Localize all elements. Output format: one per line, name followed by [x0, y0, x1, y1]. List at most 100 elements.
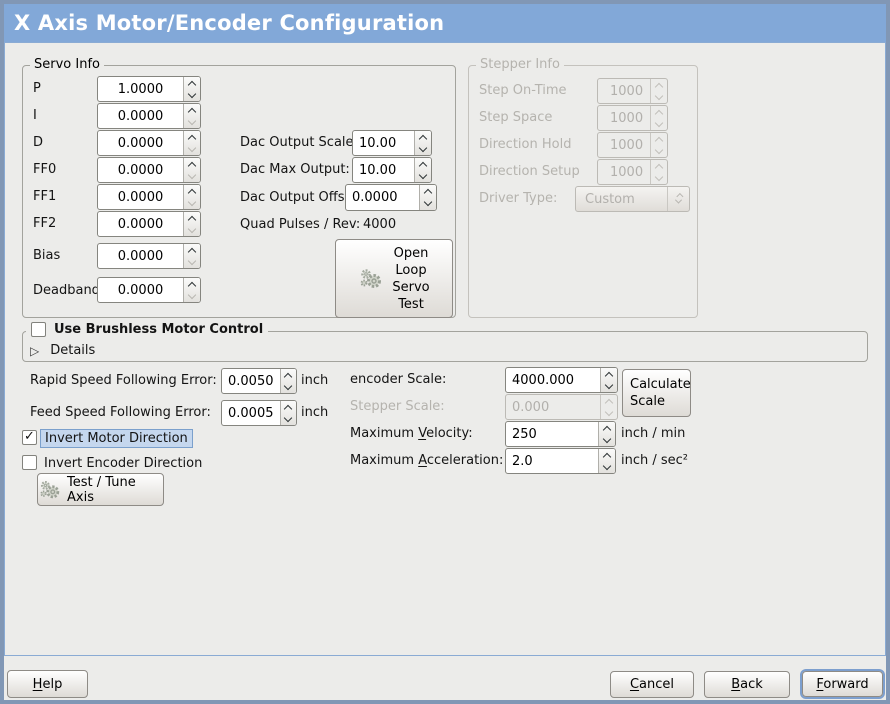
details-expander[interactable]: ▷ Details [30, 343, 95, 358]
invert-encoder-checkbox[interactable] [22, 455, 37, 470]
spin-up-icon[interactable] [415, 131, 431, 143]
dac-max-output-value[interactable]: 10.00 [359, 162, 397, 178]
dac-output-scale-spinbox[interactable]: 10.00 [352, 130, 432, 156]
feed-following-error-value[interactable]: 0.0005 [228, 405, 274, 421]
p-spinbox[interactable]: 1.0000 [97, 76, 201, 102]
ff1-spinbox[interactable]: 0.0000 [97, 184, 201, 210]
driver-type-value: Custom [585, 191, 635, 207]
calculate-scale-button[interactable]: Calculate Scale [622, 369, 691, 417]
spin-up-icon[interactable] [184, 77, 200, 89]
rapid-spin-buttons[interactable] [279, 369, 297, 393]
step-on-time-value: 1000 [610, 83, 644, 99]
spin-up-icon[interactable] [184, 131, 200, 143]
help-button[interactable]: Help [7, 670, 88, 698]
spin-up-icon[interactable] [184, 278, 200, 290]
spin-down-icon[interactable] [599, 461, 615, 473]
stepper-info-frame [468, 65, 698, 318]
spin-up-icon[interactable] [184, 104, 200, 116]
spin-down-icon[interactable] [281, 413, 297, 425]
bias-spin-buttons[interactable] [183, 244, 200, 268]
maximum-velocity-value[interactable]: 250 [512, 426, 537, 442]
ff0-value[interactable]: 0.0000 [117, 162, 164, 178]
spin-up-icon[interactable] [415, 158, 431, 170]
dac-output-offset-spin-buttons[interactable] [419, 185, 436, 210]
ff0-spin-buttons[interactable] [183, 158, 200, 182]
encoder-scale-label: encoder Scale: [350, 372, 447, 387]
p-spin-buttons[interactable] [183, 77, 200, 101]
ff1-spin-buttons[interactable] [183, 185, 200, 209]
spin-up-icon[interactable] [420, 185, 436, 198]
spin-up-icon[interactable] [601, 368, 617, 380]
back-button[interactable]: Back [704, 671, 790, 698]
i-spinbox[interactable]: 0.0000 [97, 103, 201, 129]
ff1-value[interactable]: 0.0000 [117, 189, 164, 205]
feed-spin-buttons[interactable] [279, 401, 297, 425]
invert-motor-checkbox[interactable]: ✓ [22, 430, 37, 445]
i-value[interactable]: 0.0000 [117, 108, 164, 124]
invert-encoder-label[interactable]: Invert Encoder Direction [44, 456, 203, 471]
bias-value[interactable]: 0.0000 [117, 248, 164, 264]
spin-down-icon [184, 116, 200, 128]
use-brushless-checkbox[interactable] [31, 322, 46, 337]
dac-output-offset-spinbox[interactable]: 0.0000 [345, 184, 437, 211]
spin-up-icon[interactable] [184, 244, 200, 256]
rapid-following-error-value[interactable]: 0.0050 [228, 373, 274, 389]
spin-down-icon[interactable] [420, 198, 436, 211]
forward-button[interactable]: Forward [802, 671, 883, 697]
spin-down-icon[interactable] [415, 143, 431, 155]
spin-down-icon[interactable] [601, 380, 617, 392]
page-title: X Axis Motor/Encoder Configuration [14, 11, 445, 35]
spin-down-icon [184, 143, 200, 155]
d-spin-buttons[interactable] [183, 131, 200, 155]
spin-up-icon[interactable] [599, 449, 615, 461]
spin-up-icon[interactable] [599, 422, 615, 434]
spin-down-icon[interactable] [281, 381, 297, 393]
spin-down-icon [651, 118, 667, 130]
expander-triangle-icon[interactable]: ▷ [30, 343, 40, 358]
dac-output-scale-value[interactable]: 10.00 [359, 135, 397, 151]
spin-up-icon[interactable] [281, 401, 297, 413]
rapid-following-error-label: Rapid Speed Following Error: [30, 373, 217, 388]
invert-motor-label[interactable]: Invert Motor Direction [40, 429, 193, 448]
encoder-scale-spin-buttons[interactable] [600, 368, 617, 392]
test-tune-axis-button[interactable]: Test / Tune Axis [37, 473, 164, 506]
spin-down-icon[interactable] [184, 89, 200, 101]
spin-up-icon[interactable] [184, 158, 200, 170]
encoder-scale-value[interactable]: 4000.000 [512, 372, 575, 388]
spin-up-icon[interactable] [281, 369, 297, 381]
maximum-acceleration-spinbox[interactable]: 2.0 [505, 448, 616, 474]
maximum-acceleration-spin-buttons[interactable] [598, 449, 615, 473]
d-spinbox[interactable]: 0.0000 [97, 130, 201, 156]
maximum-acceleration-value[interactable]: 2.0 [512, 453, 533, 469]
dac-max-output-spinbox[interactable]: 10.00 [352, 157, 432, 183]
p-value[interactable]: 1.0000 [117, 81, 164, 97]
encoder-scale-spinbox[interactable]: 4000.000 [505, 367, 618, 393]
maximum-velocity-spinbox[interactable]: 250 [505, 421, 616, 447]
deadband-spinbox[interactable]: 0.0000 [97, 277, 201, 303]
cancel-button[interactable]: Cancel [610, 671, 694, 698]
feed-following-error-spinbox[interactable]: 0.0005 [221, 400, 297, 426]
spin-up-icon[interactable] [184, 185, 200, 197]
acceleration-unit-label: inch / sec² [621, 453, 689, 468]
spin-down-icon[interactable] [415, 170, 431, 182]
direction-setup-value: 1000 [610, 164, 644, 180]
deadband-value[interactable]: 0.0000 [117, 282, 164, 298]
ff2-spin-buttons[interactable] [183, 212, 200, 236]
ff2-value[interactable]: 0.0000 [117, 216, 164, 232]
maximum-velocity-spin-buttons[interactable] [598, 422, 615, 446]
bias-spinbox[interactable]: 0.0000 [97, 243, 201, 269]
dac-output-scale-spin-buttons[interactable] [414, 131, 431, 155]
spin-down-icon [651, 172, 667, 184]
d-value[interactable]: 0.0000 [117, 135, 164, 151]
ff2-spinbox[interactable]: 0.0000 [97, 211, 201, 237]
servo-info-frame-title: Servo Info [30, 57, 104, 72]
open-loop-servo-test-button[interactable]: Open Loop Servo Test [335, 239, 453, 318]
spin-up-icon[interactable] [184, 212, 200, 224]
dac-max-output-spin-buttons[interactable] [414, 158, 431, 182]
spin-down-icon[interactable] [599, 434, 615, 446]
rapid-following-error-spinbox[interactable]: 0.0050 [221, 368, 297, 394]
i-spin-buttons[interactable] [183, 104, 200, 128]
ff0-spinbox[interactable]: 0.0000 [97, 157, 201, 183]
deadband-spin-buttons[interactable] [183, 278, 200, 302]
dac-output-offset-value[interactable]: 0.0000 [352, 190, 398, 205]
